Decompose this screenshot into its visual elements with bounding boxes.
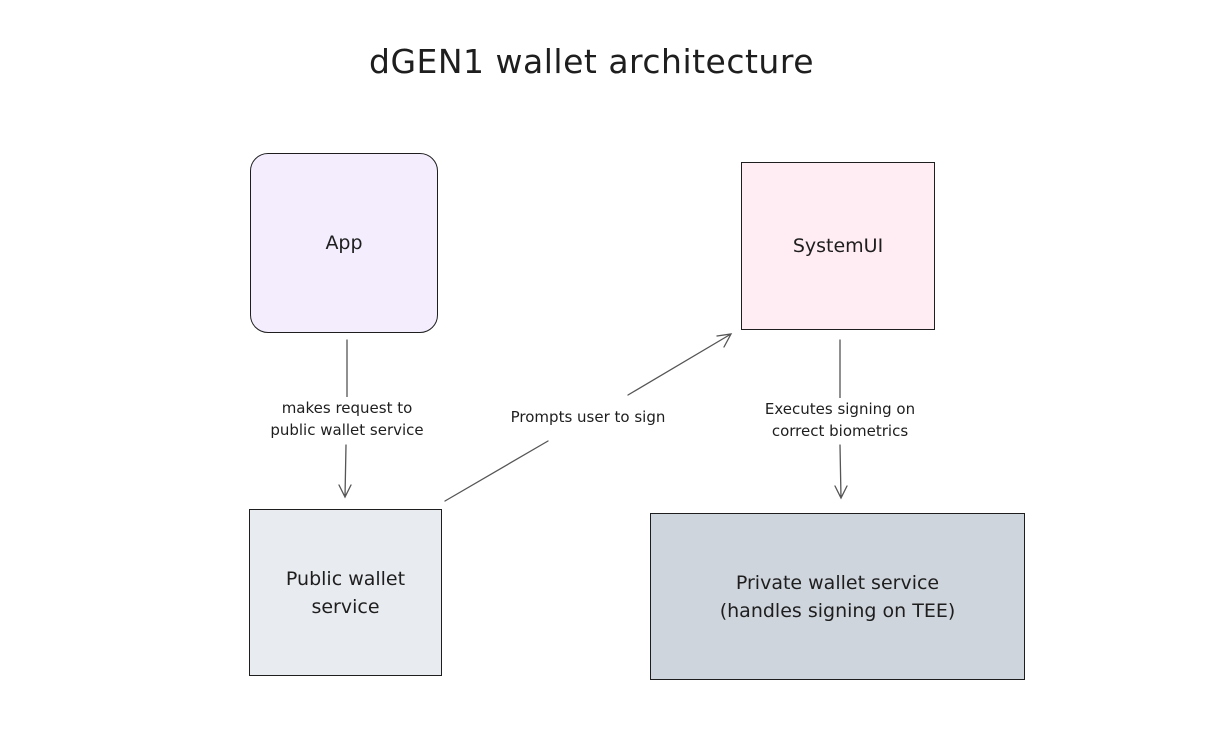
app-node[interactable]: App xyxy=(250,153,438,333)
arrow-public-to-systemui xyxy=(444,333,733,502)
edge-label-app-to-public: makes request to public wallet service xyxy=(257,397,437,441)
public-wallet-node[interactable]: Public wallet service xyxy=(249,509,442,676)
private-wallet-node-label: Private wallet service (handles signing … xyxy=(719,571,956,622)
edge-label-public-to-systemui: Prompts user to sign xyxy=(493,406,683,428)
systemui-node[interactable]: SystemUI xyxy=(741,162,935,330)
diagram-title: dGEN1 wallet architecture xyxy=(369,42,814,81)
arrow-app-to-public xyxy=(338,339,352,499)
public-wallet-node-label: Public wallet service xyxy=(285,567,406,618)
app-node-label: App xyxy=(325,232,363,254)
arrow-systemui-to-private xyxy=(834,339,848,500)
private-wallet-node[interactable]: Private wallet service (handles signing … xyxy=(650,513,1025,680)
systemui-node-label: SystemUI xyxy=(792,235,884,257)
edge-label-systemui-to-private: Executes signing on correct biometrics xyxy=(745,398,935,442)
